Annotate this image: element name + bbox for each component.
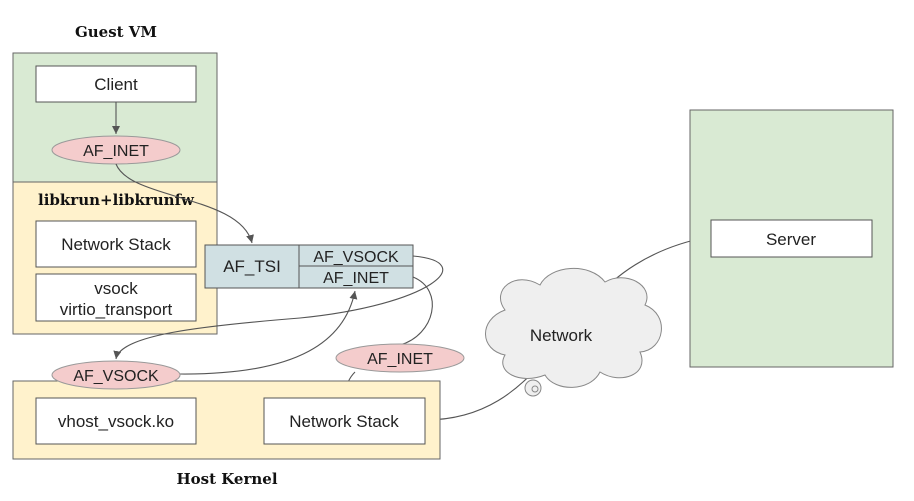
host-af-inet-oval <box>335 343 465 373</box>
host-network-stack-label: Network Stack <box>289 412 399 431</box>
tsi-vsock-to-host-vsock-connector <box>113 255 444 360</box>
vsock-label: vsock <box>94 279 138 298</box>
libkrun-network-stack-box <box>35 220 197 268</box>
host-af-vsock-label: AF_VSOCK <box>73 368 159 385</box>
client-box <box>35 65 197 103</box>
af-tsi-label: AF_TSI <box>223 257 281 276</box>
client-label: Client <box>94 75 138 94</box>
libkrun-title: libkrun+libkrunfw <box>38 191 195 209</box>
guest-vm-title: Guest VM <box>75 23 157 41</box>
host-af-vsock-oval <box>51 360 181 390</box>
network-cloud: Network <box>485 268 662 397</box>
virtio-transport-label: virtio_transport <box>60 300 173 319</box>
network-label: Network <box>530 326 593 345</box>
vhost-vsock-box <box>35 397 197 445</box>
tsi-af-inet-label: AF_INET <box>323 270 389 287</box>
guest-af-inet-label: AF_INET <box>83 143 149 160</box>
vhost-vsock-label: vhost_vsock.ko <box>58 412 174 431</box>
host-af-inet-label: AF_INET <box>367 351 433 368</box>
server-box <box>710 219 873 258</box>
host-kernel-title: Host Kernel <box>176 470 277 488</box>
host-network-stack-box <box>263 397 426 445</box>
server-label: Server <box>766 230 816 249</box>
vsock-transport-box <box>35 273 197 322</box>
guest-inet-to-tsi-connector <box>115 163 254 244</box>
tsi-inet-to-host-inet-connector <box>399 276 433 346</box>
libkrun-network-stack-label: Network Stack <box>61 235 171 254</box>
af-tsi-box <box>204 244 300 289</box>
tsi-af-vsock-label: AF_VSOCK <box>313 249 399 266</box>
host-vsock-to-tsi-connector <box>179 290 358 375</box>
